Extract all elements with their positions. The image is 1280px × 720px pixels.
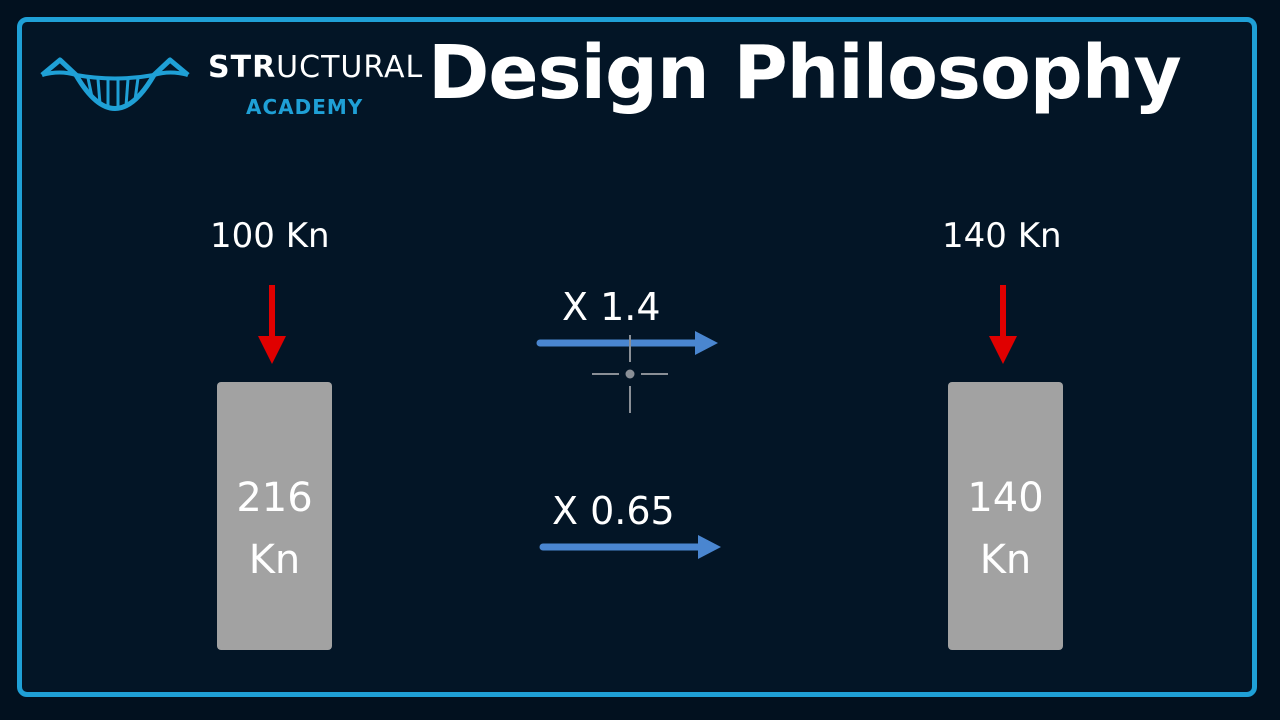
brand-strong: STR (208, 50, 277, 85)
right-column-unit: Kn (979, 537, 1032, 583)
brand-rest: UCTURAL (276, 50, 424, 85)
factor-arrow-bottom-icon (539, 535, 721, 559)
factor-top-label: X 1.4 (562, 285, 661, 329)
left-column: 216 Kn (217, 382, 332, 650)
page-title: Design Philosophy (428, 30, 1182, 116)
right-column: 140 Kn (948, 382, 1063, 650)
brand-subtitle: ACADEMY (246, 95, 364, 119)
right-column-value: 140 (967, 475, 1044, 521)
right-load-arrow-icon (989, 285, 1017, 364)
left-load-arrow-icon (258, 285, 286, 364)
crosshair-cursor-icon (592, 335, 668, 413)
bridge-logo-icon (40, 57, 190, 111)
factor-bottom-label: X 0.65 (552, 489, 675, 533)
brand-name: STRUCTURAL (208, 50, 423, 85)
factor-arrow-top-icon (536, 331, 718, 355)
left-load-label: 100 Kn (210, 216, 330, 256)
right-load-label: 140 Kn (942, 216, 1062, 256)
left-column-unit: Kn (248, 537, 301, 583)
left-column-value: 216 (236, 475, 313, 521)
